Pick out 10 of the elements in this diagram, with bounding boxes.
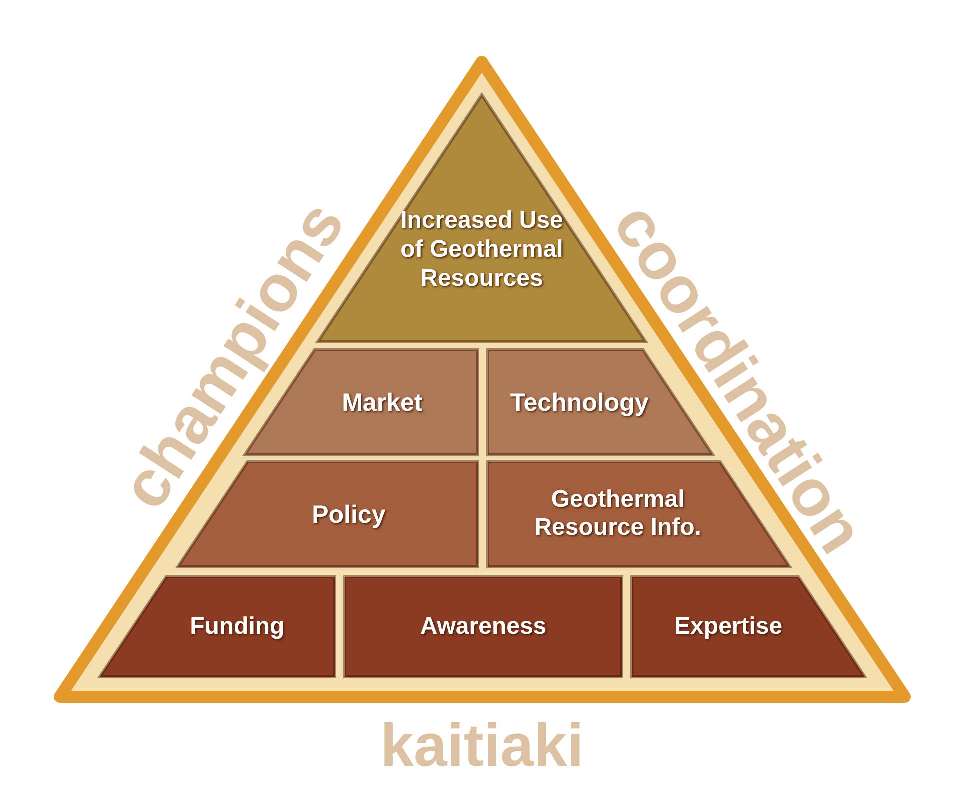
block-label: Market [341, 388, 424, 418]
block-label: Increased Use of Geothermal Resources [400, 207, 564, 294]
block-label: Funding [189, 612, 286, 642]
pyramid-block [345, 577, 622, 677]
block-label: Expertise [674, 612, 784, 642]
pyramid-block [632, 577, 865, 677]
block-label: Awareness [419, 612, 548, 642]
pyramid-block [100, 577, 335, 677]
block-label: Policy [312, 500, 387, 530]
side-label: kaitiaki [380, 710, 584, 780]
